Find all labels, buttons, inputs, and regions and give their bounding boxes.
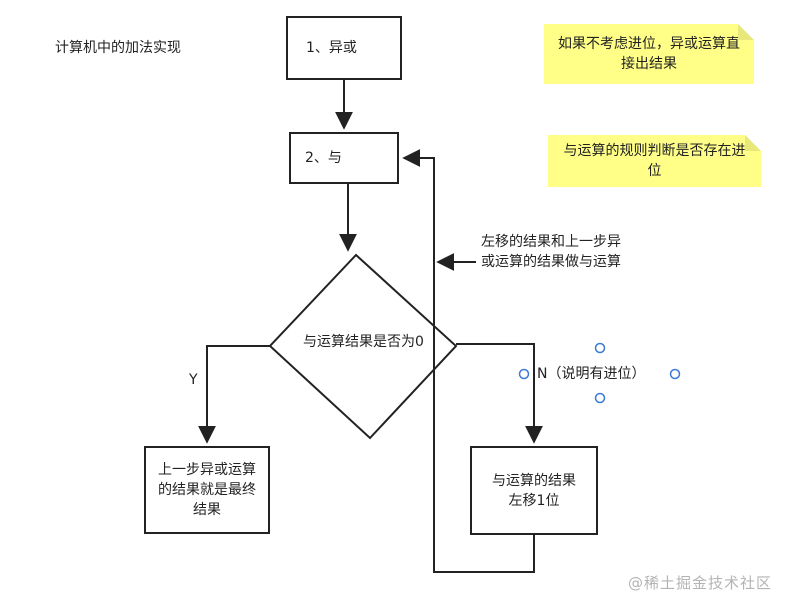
step-and-label: 2、与 bbox=[305, 150, 342, 166]
note-xor[interactable]: 如果不考虑进位，异或运算直接出结果 bbox=[544, 24, 754, 84]
note-and-text: 与运算的规则判断是否存在进位 bbox=[563, 143, 746, 179]
shift-label: 与运算的结果左移1位 bbox=[492, 472, 576, 509]
note-fold-icon bbox=[738, 24, 754, 40]
shift-box[interactable]: 与运算的结果左移1位 bbox=[470, 446, 598, 535]
selection-handle-left[interactable] bbox=[518, 368, 530, 380]
selection-handle-bottom[interactable] bbox=[594, 392, 606, 404]
arrow-loop-back bbox=[402, 149, 535, 573]
result-box[interactable]: 上一步异或运算的结果就是最终结果 bbox=[144, 446, 270, 534]
note-fold-icon bbox=[745, 135, 761, 151]
step-xor-label: 1、异或 bbox=[306, 40, 357, 56]
watermark: @稀土掘金技术社区 bbox=[628, 574, 773, 592]
step-xor-box[interactable]: 1、异或 bbox=[286, 16, 402, 80]
arrow-yes-branch bbox=[198, 345, 270, 444]
step-and-box[interactable]: 2、与 bbox=[289, 132, 399, 184]
decision-diamond[interactable] bbox=[268, 253, 458, 440]
arrow-no-branch bbox=[456, 343, 543, 444]
loop-annotation: 左移的结果和上一步异或运算的结果做与运算 bbox=[481, 234, 621, 270]
diagram-title: 计算机中的加法实现 bbox=[55, 40, 181, 56]
selection-handle-right[interactable] bbox=[669, 368, 681, 380]
branch-yes-label: Y bbox=[189, 372, 198, 388]
branch-no-label[interactable]: N（说明有进位） bbox=[537, 366, 646, 382]
selection-handle-top[interactable] bbox=[594, 342, 606, 354]
decision-label: 与运算结果是否为0 bbox=[303, 334, 424, 350]
note-xor-text: 如果不考虑进位，异或运算直接出结果 bbox=[558, 36, 740, 72]
result-label: 上一步异或运算的结果就是最终结果 bbox=[158, 462, 256, 518]
note-and[interactable]: 与运算的规则判断是否存在进位 bbox=[548, 135, 761, 187]
